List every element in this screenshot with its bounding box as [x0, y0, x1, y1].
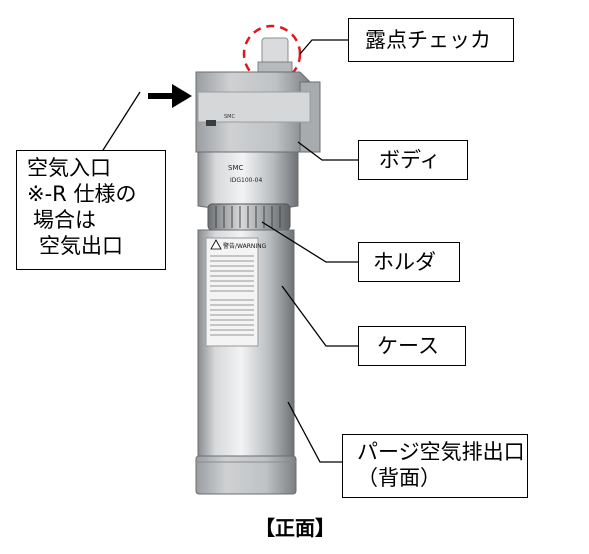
leader-body — [297, 141, 358, 161]
view-caption: 【正面】 — [255, 516, 335, 540]
label-body: ボディ — [379, 148, 441, 172]
brand-text: SMC — [228, 164, 243, 172]
callout-air-inlet: 空気入口 ※-R 仕様の 場合は 空気出口 — [16, 150, 166, 270]
label-inlet-line-2: ※-R 仕様の — [27, 182, 137, 206]
inlet-arrow-icon — [148, 84, 192, 108]
model-text: IDG100-04 — [230, 177, 262, 184]
leader-inlet — [97, 91, 141, 159]
callout-case: ケース — [358, 326, 466, 366]
leader-dew-point — [299, 39, 348, 55]
label-purge-line-2: （背面） — [357, 466, 441, 490]
leader-purge — [287, 401, 342, 463]
label-dew-point-checker: 露点チェッカ — [365, 28, 491, 52]
checker-knob — [261, 37, 289, 65]
leader-holder — [261, 221, 358, 263]
callout-purge-outlet: パージ空気排出口 （背面） — [342, 434, 528, 498]
callout-body: ボディ — [358, 140, 468, 180]
callout-dew-point-checker: 露点チェッカ — [348, 18, 514, 62]
label-case: ケース — [377, 334, 439, 358]
label-inlet-line-3: 場合は — [33, 208, 96, 232]
label-holder: ホルダ — [373, 250, 436, 274]
svg-text:警告/WARNING: 警告/WARNING — [223, 242, 267, 250]
holder-ring — [207, 203, 291, 231]
label-inlet-line-1: 空気入口 — [27, 156, 111, 180]
label-purge-line-1: パージ空気排出口 — [357, 440, 525, 464]
bottom-cap — [195, 455, 297, 495]
svg-text:SMC: SMC — [224, 114, 235, 120]
callout-holder: ホルダ — [358, 242, 460, 282]
label-inlet-line-4: 空気出口 — [39, 234, 123, 258]
leader-case — [281, 285, 358, 347]
